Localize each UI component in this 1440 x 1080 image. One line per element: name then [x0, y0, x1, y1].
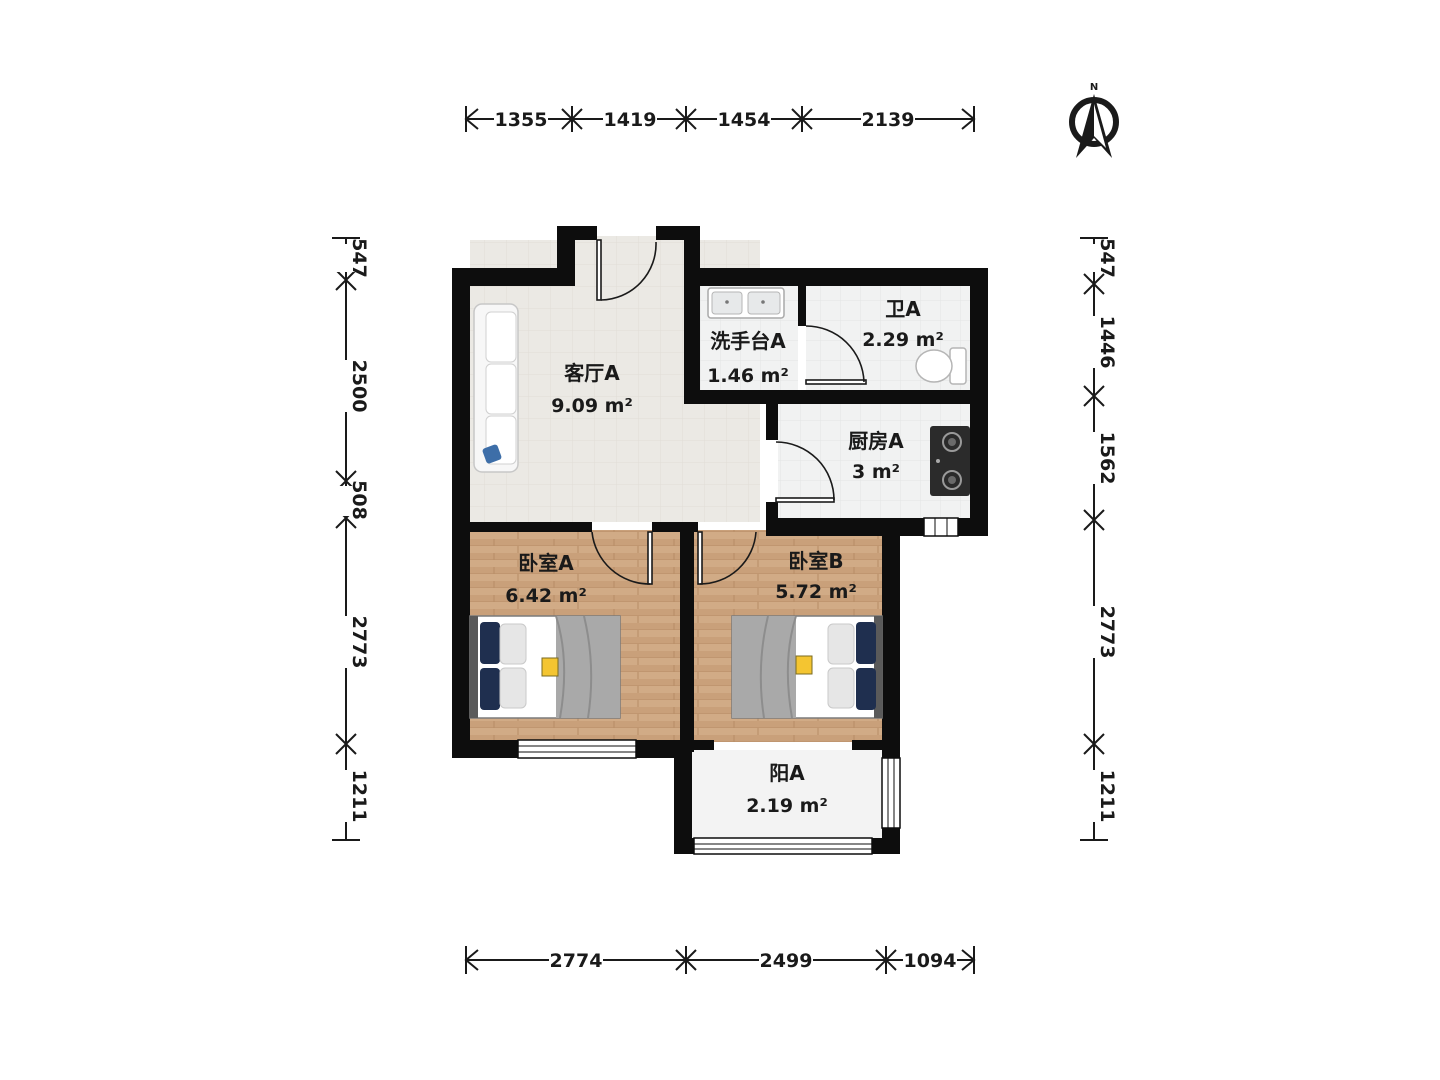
dim-top-1: 1355 — [495, 109, 548, 131]
bed-b-icon — [731, 615, 883, 719]
room-labels: 客厅A 9.09 m² 洗手台A 1.46 m² 卫A 2.29 m² 厨房A … — [505, 297, 944, 817]
wall-bedroom-top-left — [452, 522, 592, 532]
bed-a-icon — [469, 615, 621, 719]
dim-left-2: 2500 — [348, 360, 370, 413]
dim-bottom-2: 2499 — [760, 950, 813, 972]
balcony-floor — [692, 750, 882, 838]
bedroom-b-area: 5.72 m² — [775, 581, 857, 603]
dim-right-2: 1446 — [1096, 316, 1118, 369]
window-kitchen — [923, 517, 959, 537]
dim-top-3: 1454 — [718, 109, 771, 131]
dim-left-5: 1211 — [348, 770, 370, 823]
wall-wash-bath — [798, 286, 806, 326]
north-arrow-icon: N — [1069, 82, 1119, 158]
doors — [591, 239, 867, 585]
wall-bedroom-b-bottom-right — [852, 740, 900, 750]
dim-left: 547 2500 508 2773 1211 — [332, 237, 370, 841]
dim-bottom: 2774 2499 1094 — [464, 946, 976, 974]
dim-bottom-3: 1094 — [904, 950, 957, 972]
balcony-name: 阳A — [769, 761, 805, 785]
dim-bottom-1: 2774 — [550, 950, 603, 972]
door-entrance — [596, 239, 657, 301]
windows — [517, 517, 959, 855]
dim-left-1: 547 — [348, 238, 370, 278]
compass-label: N — [1090, 82, 1098, 93]
living-area: 9.09 m² — [551, 395, 633, 417]
walls — [452, 226, 988, 854]
wall-left — [452, 268, 470, 758]
wall-bedroom-b-bottom — [692, 740, 714, 750]
wall-bedroom-top-mid — [652, 522, 698, 532]
dim-right-5: 1211 — [1096, 770, 1118, 823]
wall-kitchen-left — [766, 400, 778, 440]
living-floor-upper — [575, 236, 685, 286]
dim-right: 547 1446 1562 2773 1211 — [1080, 237, 1118, 841]
dim-top-4: 2139 — [862, 109, 915, 131]
kitchen-name: 厨房A — [848, 429, 904, 453]
washbasin-name: 洗手台A — [710, 329, 786, 353]
dim-left-3: 508 — [348, 480, 370, 520]
wall-bedroom-b-right — [882, 518, 900, 754]
wall-entry-left — [557, 226, 575, 286]
wall-balcony-left — [674, 740, 692, 854]
bedroom-a-name: 卧室A — [518, 551, 574, 575]
stove-icon — [930, 426, 970, 496]
furniture — [469, 287, 970, 719]
door-bedroom-a — [591, 531, 653, 585]
bedroom-b-name: 卧室B — [788, 549, 843, 573]
washbasin-area: 1.46 m² — [707, 365, 789, 387]
door-bedroom-b — [697, 531, 757, 585]
bathroom-name: 卫A — [885, 297, 921, 321]
dim-right-4: 2773 — [1096, 606, 1118, 659]
window-bedroom-a — [517, 739, 637, 759]
window-balcony-right — [881, 757, 901, 829]
door-bathroom — [805, 325, 867, 385]
dimension-lines: 1355 1419 1454 2139 2774 2499 1094 — [332, 106, 1118, 974]
dim-top-2: 1419 — [604, 109, 657, 131]
wall-top-left — [452, 268, 575, 286]
balcony-area: 2.19 m² — [746, 795, 828, 817]
dim-right-1: 547 — [1096, 238, 1118, 278]
living-name: 客厅A — [563, 361, 620, 385]
sink-icon — [707, 287, 785, 319]
wall-entry-top-left — [557, 226, 597, 240]
dim-right-3: 1562 — [1096, 432, 1118, 485]
kitchen-area: 3 m² — [852, 461, 900, 483]
window-balcony-bottom — [693, 837, 873, 855]
toilet-icon — [915, 347, 967, 385]
wall-top-right — [684, 268, 988, 286]
bedroom-a-area: 6.42 m² — [505, 585, 587, 607]
dim-top: 1355 1419 1454 2139 — [464, 106, 976, 132]
sofa-icon — [473, 303, 519, 473]
bathroom-area: 2.29 m² — [862, 329, 944, 351]
wall-bedroom-divider — [680, 522, 694, 752]
dim-left-4: 2773 — [348, 616, 370, 669]
wall-wash-left — [684, 286, 700, 390]
wall-kitchen-left-low — [766, 502, 778, 522]
wall-right — [970, 268, 988, 536]
wall-wash-bottom — [684, 390, 970, 404]
door-kitchen — [775, 441, 835, 503]
